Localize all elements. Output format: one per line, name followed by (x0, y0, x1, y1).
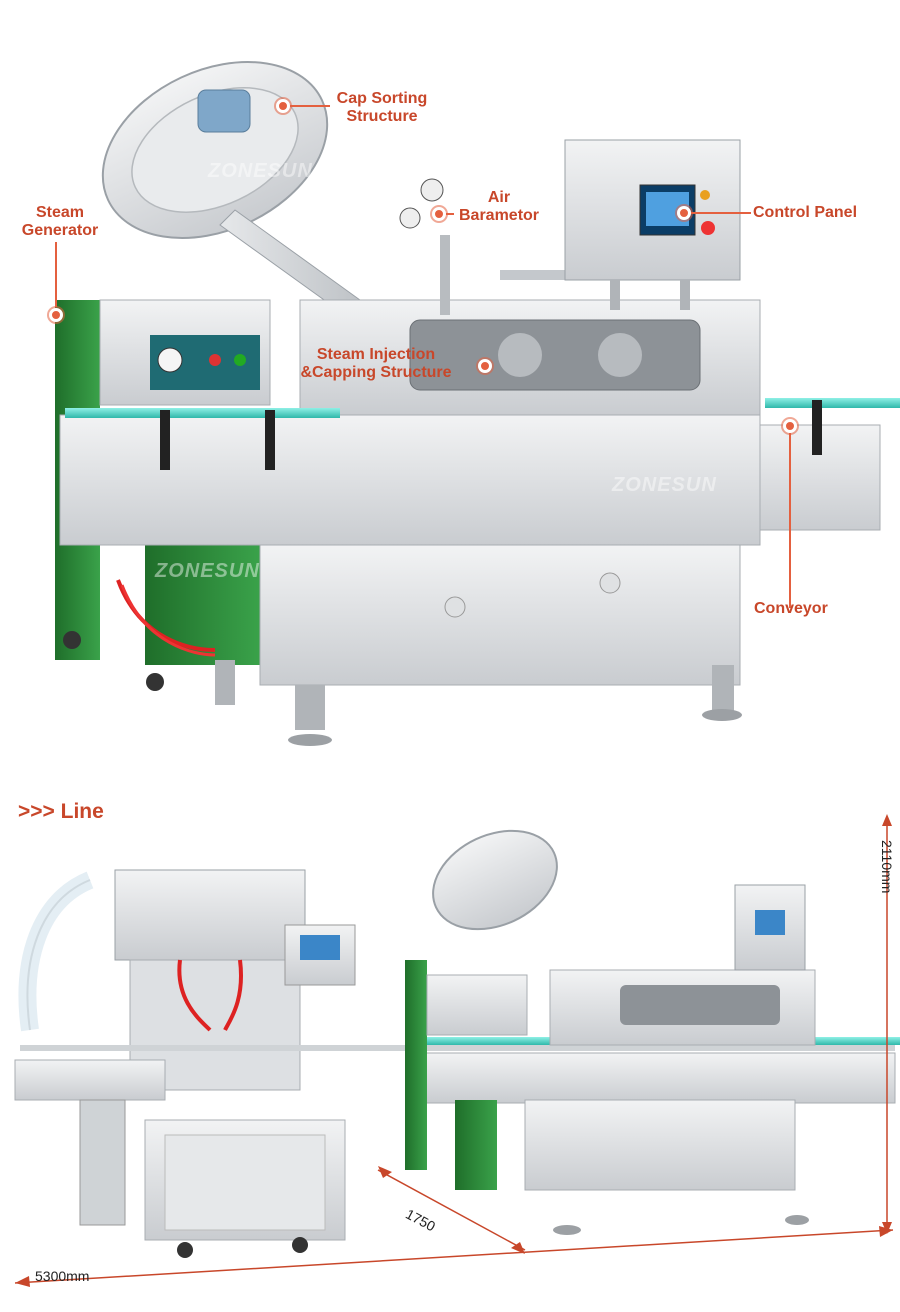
air-barometer-label-line1: Air (487, 189, 511, 206)
steam-injection-label-line2: &Capping Structure (300, 364, 452, 381)
capping-machine-line (405, 829, 816, 1235)
air-barometer-label: Air Barametor (452, 189, 546, 225)
air-barometer-label-line2: Barametor (458, 207, 540, 224)
conveyor-marker (783, 419, 797, 433)
cap-sorting-label-line1: Cap Sorting (336, 90, 428, 107)
cap-sorting-label: Cap Sorting Structure (328, 90, 436, 126)
steam-generator-label-line2: Generator (21, 222, 99, 239)
control-panel-leader (691, 212, 751, 214)
control-panel-label: Control Panel (753, 204, 858, 221)
steam-injection-label: Steam Injection &Capping Structure (290, 346, 462, 382)
air-barometer-marker (432, 207, 446, 221)
conveyor-label: Conveyor (754, 600, 828, 617)
steam-injection-label-line1: Steam Injection (316, 346, 436, 363)
steam-injection-marker (478, 359, 492, 373)
brand-watermark: ZONESUN (612, 474, 717, 496)
cap-sorting-leader (290, 105, 330, 107)
line-section-title: >>> Line (18, 800, 104, 823)
steam-generator-leader (55, 242, 57, 307)
air-barometer-leader (446, 213, 454, 215)
air-barometer-assembly (399, 178, 580, 315)
conveyor-leader-vertical (789, 433, 791, 608)
control-box (564, 139, 741, 310)
steam-generator-marker (49, 308, 63, 322)
control-panel-marker (677, 206, 691, 220)
cap-sorting-bowl (101, 61, 361, 316)
capping-machine-main (55, 61, 900, 746)
steam-generator-label: Steam Generator (14, 204, 106, 240)
cap-sorting-label-line2: Structure (346, 108, 418, 125)
brand-watermark: ZONESUN (208, 160, 313, 182)
conveyor-rail (65, 398, 900, 470)
filling-machine (14, 869, 356, 1258)
capping-machine-body (59, 299, 881, 746)
length-dimension: 5300mm (35, 1268, 90, 1284)
cap-sorting-marker (276, 99, 290, 113)
height-dimension: 2110mm (879, 840, 895, 894)
dimension-lines (14, 814, 894, 1287)
steam-generator-label-line1: Steam (35, 204, 85, 221)
brand-watermark: ZONESUN (155, 560, 260, 582)
